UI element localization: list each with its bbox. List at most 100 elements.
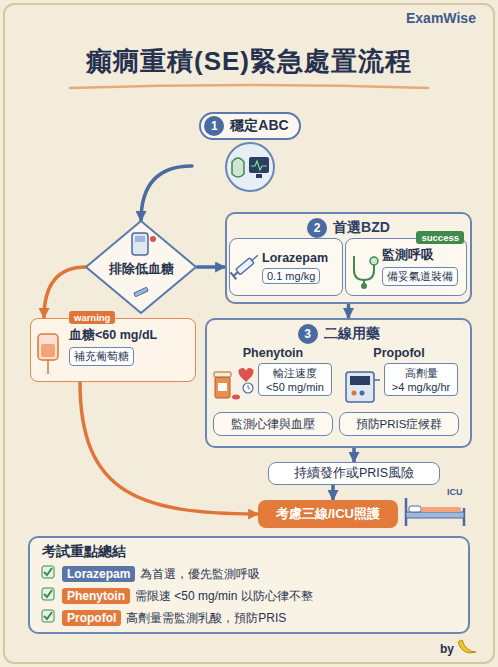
check-icons: [42, 588, 54, 600]
icu-bed-icon: [421, 507, 461, 512]
header-row: 3 二線用藥: [207, 324, 470, 344]
node-text: Propofol: [62, 610, 121, 626]
abc-icon: [226, 143, 274, 191]
summary-row: Phenytoin 需限速 <50 mg/min 以防心律不整: [40, 586, 460, 606]
node-text: 高劑量: [388, 366, 454, 381]
glucometer-icon: [135, 236, 145, 242]
node-text: 3: [298, 324, 318, 344]
check-icons: [42, 566, 54, 578]
infusion-pump-icon: [374, 379, 380, 381]
node-text: 監測心律與血壓: [231, 417, 315, 432]
node-text: Propofol: [373, 346, 424, 360]
pill-bottle-icon: [215, 377, 230, 398]
iv-bag-icon: [38, 334, 58, 360]
diamond-shape: [86, 221, 196, 313]
process-box: 預防PRIS症候群: [339, 412, 459, 436]
abc-icon: [226, 143, 274, 191]
credit-label: by: [440, 642, 454, 656]
flow-arrow: [347, 304, 351, 318]
iv-bag-icon: [38, 334, 58, 374]
icu-bed-icon: [406, 498, 464, 526]
heart-clock-icon: [243, 383, 253, 393]
stethoscope-icon: [354, 256, 378, 289]
header-row: 1穩定ABC: [199, 112, 300, 140]
infusion-pump-icon: [352, 391, 357, 396]
abc-icon: [251, 161, 267, 170]
heart-clock-icon: [238, 368, 253, 382]
glucometer-icon: [134, 287, 148, 297]
node-text: Phenytoin: [62, 588, 130, 604]
diagram-title: 癲癇重積(SE)緊急處置流程: [0, 44, 498, 79]
check-icons: [44, 590, 52, 597]
node-text: Lorazepam: [262, 251, 328, 265]
abc-icon: [249, 157, 269, 173]
node-text: 預防PRIS症候群: [356, 417, 443, 432]
abc-icon: [232, 158, 244, 177]
flow-arrow: [331, 485, 335, 500]
step-panel: 2 首選BZD Lorazepam 0.1 mg/kg success 監測呼吸備妥氣道裝…: [225, 212, 472, 304]
syringe-icon: [233, 272, 238, 276]
infusion-pump-icon: [350, 376, 370, 385]
value-chip: 高劑量>4 mg/kg/hr: [384, 363, 458, 396]
glucometer-icon: [150, 236, 156, 242]
node-text: 輸注速度: [262, 366, 328, 381]
node-text: 0.1 mg/kg: [262, 268, 320, 284]
node-text: 監測呼吸: [382, 247, 434, 264]
iv-bag-icon: [47, 360, 49, 374]
heart-clock-icon: [238, 368, 253, 393]
decision-diamond: 排除低血糖: [85, 220, 197, 314]
drug-box: Propofol 高劑量>4 mg/kg/hr: [337, 346, 461, 408]
stethoscope-icon: [370, 257, 378, 265]
check-icons: [44, 612, 52, 619]
glucometer-icon: [132, 233, 148, 255]
node-text: 備妥氣道裝備: [382, 267, 458, 286]
syringe-icon: [236, 258, 254, 275]
node-text: 首選BZD: [333, 219, 390, 237]
node-text: Phenytoin: [243, 346, 303, 360]
stethoscope-icon: [361, 283, 367, 289]
node-text: 穩定ABC: [230, 117, 288, 135]
syringe-icon: [252, 255, 258, 260]
banana-icon: [458, 640, 476, 653]
step-badge: 1穩定ABC: [192, 112, 308, 196]
icu-bed-icon: [409, 506, 421, 512]
infusion-pump-icon: [346, 372, 380, 402]
summary-box: 考試重點總結 Lorazepam 為首選，優先監測呼吸 Phenytoin 需限速 <5…: [28, 536, 470, 634]
warning-box: warning血糖<60 mg/dL補充葡萄糖: [30, 318, 196, 382]
node-text: 補充葡萄糖: [69, 347, 134, 366]
node-text: 為首選，優先監測呼吸: [140, 566, 260, 583]
icu-bed-icon: [405, 498, 408, 526]
pill-bottle-icon: [218, 383, 227, 391]
terminal-box: 考慮三線/ICU照護: [258, 500, 398, 528]
node-text: 血糖<60 mg/dL: [69, 327, 157, 344]
node-text: 考慮三線/ICU照護: [276, 505, 380, 523]
node-text: 2: [307, 218, 327, 238]
node-text: Lorazepam: [62, 566, 135, 582]
stethoscope-icon: [363, 280, 365, 284]
syringe-icon: [231, 272, 237, 279]
process-box: 持續發作或PRIS風險: [268, 462, 440, 485]
monitor-box: success監測呼吸備妥氣道裝備: [345, 238, 467, 296]
node-text: 考試重點總結: [42, 543, 126, 561]
flow-arrow: [352, 448, 356, 462]
check-icons: [44, 568, 52, 575]
title-underline: [70, 85, 428, 88]
process-box: 監測心律與血壓: [213, 412, 333, 436]
node-text: success: [416, 231, 464, 244]
node-text: 排除低血糖: [85, 260, 197, 278]
node-text: 持續發作或PRIS風險: [294, 465, 414, 482]
banana-icon: [458, 640, 476, 653]
flow-arrow: [197, 265, 225, 269]
drug-box: Lorazepam 0.1 mg/kg: [229, 238, 343, 296]
infusion-pump-icon: [360, 391, 365, 396]
pill-bottle-icon: [214, 372, 240, 400]
stethoscope-icon: [354, 256, 374, 280]
node-text: 二線用藥: [324, 325, 380, 343]
brand-label: ExamWise: [406, 10, 476, 26]
node-text: 需限速 <50 mg/min 以防心律不整: [135, 588, 313, 605]
glucometer-icon: [132, 233, 156, 297]
step-panel: 3二線用藥Phenytoin輸注速度<50 mg/min監測心律與血壓Propo…: [205, 318, 472, 448]
abc-icon: [256, 174, 262, 178]
node-text: 高劑量需監測乳酸，預防PRIS: [126, 610, 286, 627]
